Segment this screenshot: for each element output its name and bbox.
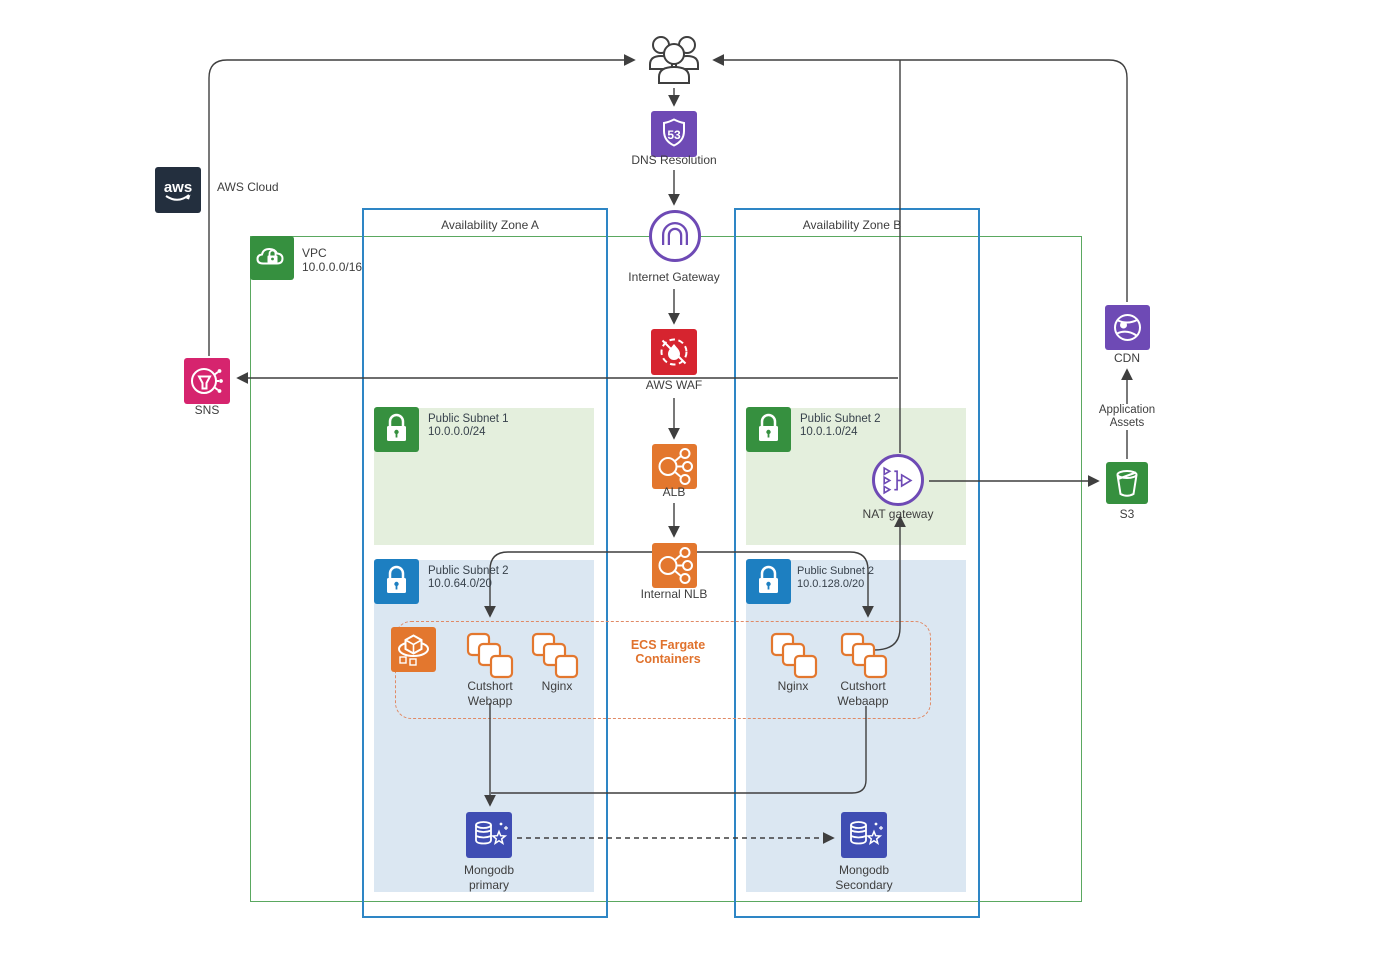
nginx-b-label: Nginx (777, 679, 809, 693)
cutshort-webapp-a-label-line2: Webapp (467, 694, 513, 708)
cutshort-webaapp-b-label-line1: Cutshort (840, 679, 886, 693)
mongodb-secondary-label-line1: Mongodb (838, 863, 890, 877)
subnet-b1-label: Public Subnet 2 (800, 413, 881, 425)
dns-resolution-label: DNS Resolution (631, 153, 717, 167)
sns-label: SNS (194, 403, 220, 417)
ecs-fargate-title-line1: ECS Fargate (630, 638, 706, 652)
alb-icon (652, 444, 697, 489)
ecs-fargate-title-line2: Containers (635, 652, 701, 666)
sns-icon (184, 358, 230, 404)
subnet-lock-icon (746, 559, 791, 604)
vpc-label: VPC (302, 246, 327, 260)
mongodb-primary-label-line2: primary (468, 878, 510, 892)
vpc-cidr: 10.0.0.0/16 (302, 260, 363, 274)
mongodb-primary-icon (466, 812, 512, 858)
nginx-a-label: Nginx (541, 679, 573, 693)
ecs-icon (391, 627, 436, 672)
subnet-lock-icon (374, 407, 419, 452)
subnet-lock-icon (374, 559, 419, 604)
containers-icon (466, 632, 514, 680)
az-a-label: Availability Zone A (441, 218, 539, 232)
vpc-icon (250, 236, 294, 280)
aws-logo-icon: aws (164, 179, 192, 201)
application-assets-label-line2: Assets (1106, 417, 1148, 431)
containers-icon (770, 632, 818, 680)
waf-icon (651, 329, 697, 375)
waf-label: AWS WAF (645, 378, 703, 392)
alb-label: ALB (662, 485, 686, 499)
subnet-lock-icon (746, 407, 791, 452)
aws-cloud-label: AWS Cloud (217, 180, 279, 194)
subnet-a2-label: Public Subnet 2 (428, 565, 509, 577)
nat-gateway-label: NAT gateway (862, 507, 934, 521)
subnet-a2-cidr: 10.0.64.0/20 (428, 578, 492, 590)
internet-gateway-icon (649, 210, 701, 262)
nlb-icon (652, 543, 697, 588)
nat-gateway-icon (872, 454, 924, 506)
subnet-b2-label: Public Subnet 2 (797, 565, 875, 577)
route53-icon: 53 (651, 111, 697, 157)
s3-icon (1106, 462, 1148, 504)
aws-logo-text: aws (164, 179, 192, 196)
application-assets-label-line1: Application (1095, 404, 1159, 418)
subnet-b2-cidr: 10.0.128.0/20 (797, 578, 865, 590)
mongodb-secondary-icon (841, 812, 887, 858)
mongodb-secondary-label-line2: Secondary (835, 878, 893, 892)
aws-logo: aws (155, 167, 201, 213)
mongodb-primary-label-line1: Mongodb (463, 863, 515, 877)
users-icon (643, 28, 705, 86)
s3-label: S3 (1119, 507, 1135, 521)
az-b-label: Availability Zone B (802, 218, 902, 232)
route53-badge-text: 53 (667, 128, 681, 142)
cutshort-webaapp-b-label-line2: Webaapp (837, 694, 889, 708)
cdn-label: CDN (1114, 351, 1140, 365)
internet-gateway-label: Internet Gateway (628, 270, 720, 284)
containers-icon (840, 632, 888, 680)
containers-icon (531, 632, 579, 680)
nlb-label: Internal NLB (640, 587, 708, 601)
cutshort-webapp-a-label-line1: Cutshort (467, 679, 513, 693)
subnet-a1-cidr: 10.0.0.0/24 (428, 426, 486, 438)
cdn-icon (1105, 305, 1150, 350)
subnet-a1-label: Public Subnet 1 (428, 413, 509, 425)
subnet-b1-cidr: 10.0.1.0/24 (800, 426, 858, 438)
